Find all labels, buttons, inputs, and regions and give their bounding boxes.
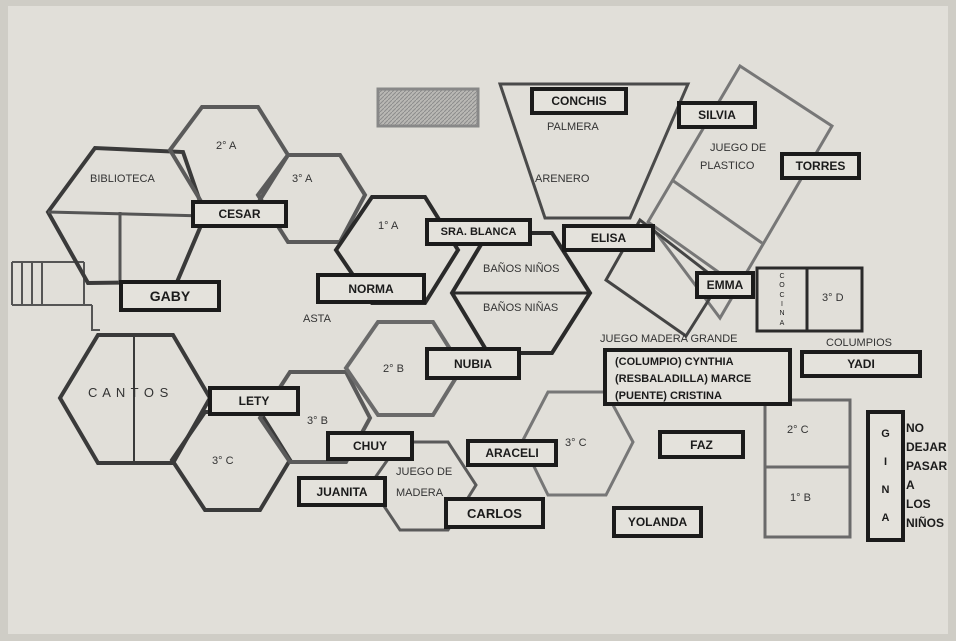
assignment-line-columpio: (COLUMPIO) CYNTHIA (615, 356, 734, 368)
name-box-silvia: SILVIA (677, 101, 757, 129)
gina-letter: N (881, 483, 890, 496)
name-box-gina: G I N A (866, 410, 905, 542)
arenero-trapezoid (497, 82, 691, 220)
name-box-sra-blanca: SRA. BLANCA (425, 218, 532, 246)
name-box-carlos: CARLOS (444, 497, 545, 529)
notice-text: NO DEJAR PASAR A LOS NIÑOS (906, 419, 947, 533)
hatched-block (376, 87, 480, 128)
name-box-yadi: YADI (800, 350, 922, 378)
label-juego-plastico-2: PLASTICO (700, 160, 755, 172)
label-room-2a: 2° A (216, 140, 237, 152)
room-3a-hexagon (255, 153, 368, 244)
room-3d-box (805, 266, 864, 333)
juego-plastico-divider (671, 178, 763, 245)
label-arenero: ARENERO (535, 173, 590, 185)
name-box-cesar: CESAR (191, 200, 288, 228)
room-1b-box (763, 465, 852, 539)
label-room-3c-right: 3° C (565, 437, 587, 449)
label-cantos: C A N T O S (88, 385, 170, 400)
cocina-letter: O (779, 282, 785, 290)
label-room-2b: 2° B (383, 363, 404, 375)
gina-letter: A (881, 511, 890, 524)
label-room-3c-left: 3° C (212, 455, 234, 467)
notice-line: PASAR (906, 459, 948, 473)
label-room-1a: 1° A (378, 220, 399, 232)
label-room-1b: 1° B (790, 492, 811, 504)
name-box-norma: NORMA (316, 273, 426, 304)
assignment-line-resbaladilla: (RESBALADILLA) MARCE (615, 373, 752, 385)
biblioteca-divider (47, 210, 206, 218)
gina-letter: G (881, 427, 890, 440)
label-room-3a: 3° A (292, 173, 313, 185)
label-columpios: COLUMPIOS (826, 337, 893, 349)
label-room-3b: 3° B (307, 415, 328, 427)
label-juego-plastico-1: JUEGO DE (710, 142, 767, 154)
name-box-elisa: ELISA (562, 224, 655, 252)
juego-lower-box (604, 217, 722, 339)
entrance-steps (11, 261, 100, 331)
room-3c-right-hexagon (520, 390, 635, 497)
label-juego-madera-1: JUEGO DE (396, 466, 453, 478)
notice-line: NO (906, 421, 924, 435)
name-box-yolanda: YOLANDA (612, 506, 703, 538)
name-box-lety: LETY (208, 386, 300, 416)
name-box-araceli: ARACELI (466, 439, 558, 467)
name-box-conchis: CONCHIS (530, 87, 628, 115)
assignment-line-puente: (PUENTE) CRISTINA (615, 390, 722, 402)
cocina-letter: I (781, 301, 783, 309)
notice-line: A (906, 478, 915, 492)
notice-line: DEJAR (906, 440, 947, 454)
label-room-3d: 3° D (822, 292, 844, 304)
label-banos-ninas: BAÑOS NIÑAS (483, 302, 559, 314)
name-box-juanita: JUANITA (297, 476, 387, 507)
room-3b-hexagon (257, 370, 373, 464)
gina-letter: I (883, 455, 888, 468)
assignment-box: (COLUMPIO) CYNTHIA (RESBALADILLA) MARCE … (603, 348, 792, 406)
juego-plastico-shape (646, 63, 835, 321)
label-juego-madera-grande: JUEGO MADERA GRANDE (600, 333, 738, 345)
label-asta: ASTA (303, 313, 331, 325)
label-biblioteca: BIBLIOTECA (90, 173, 155, 185)
name-box-nubia: NUBIA (425, 347, 521, 380)
name-box-gaby: GABY (119, 280, 221, 312)
cocina-letter: C (779, 291, 785, 299)
cocina-letter: N (779, 310, 785, 318)
name-box-emma: EMMA (695, 271, 755, 299)
label-banos-ninos: BAÑOS NIÑOS (483, 263, 560, 275)
notice-line: LOS (906, 497, 931, 511)
cocina-letter: C (779, 273, 785, 281)
cocina-letter: A (779, 319, 785, 327)
label-cocina: C O C I N A (762, 272, 802, 328)
name-box-torres: TORRES (780, 152, 861, 180)
name-box-chuy: CHUY (326, 431, 414, 461)
label-juego-madera-2: MADERA (396, 487, 444, 499)
label-room-2c: 2° C (787, 424, 809, 436)
name-box-faz: FAZ (658, 430, 745, 459)
label-palmera: PALMERA (547, 121, 599, 133)
notice-line: NIÑOS (906, 516, 945, 530)
